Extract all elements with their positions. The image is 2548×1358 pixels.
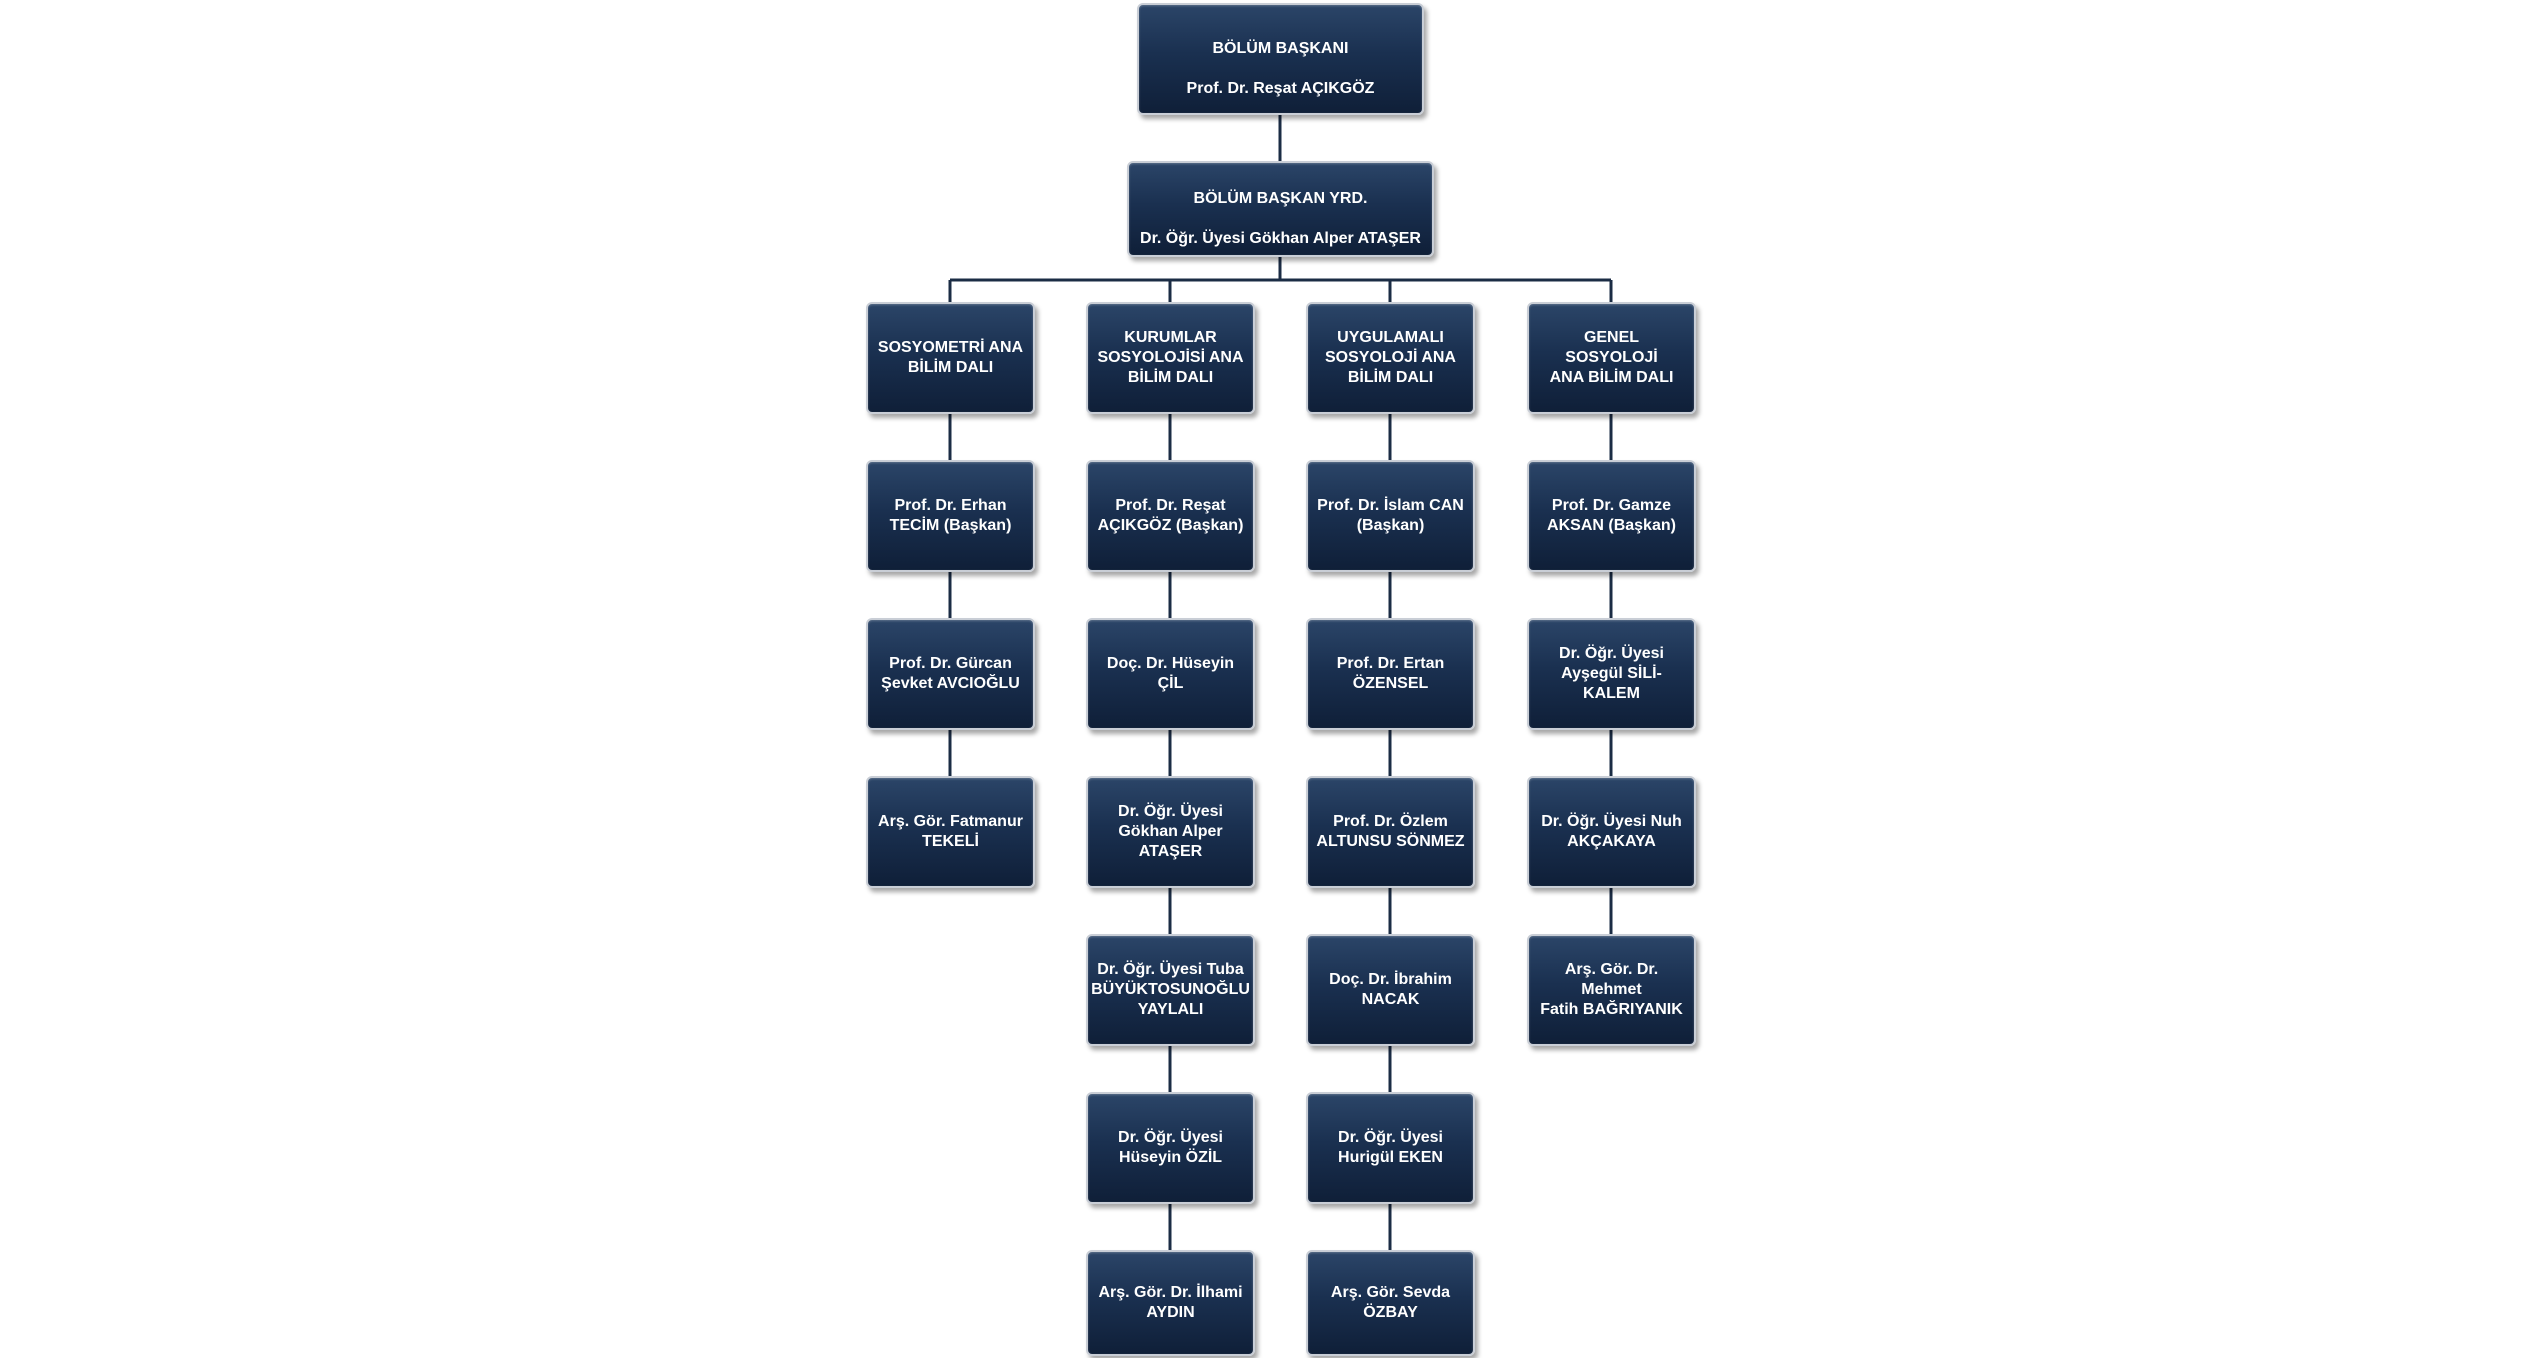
department-head-box: BÖLÜM BAŞKANI Prof. Dr. Reşat AÇIKGÖZ	[1137, 3, 1424, 115]
member-box: Dr. Öğr. Üyesi Hurigül EKEN	[1306, 1092, 1475, 1204]
member-name: Prof. Dr. Erhan TECİM (Başkan)	[889, 497, 1012, 534]
member-name: Dr. Öğr. Üyesi Tuba BÜYÜKTOSUNOĞLU YAYLA…	[1091, 961, 1250, 1018]
member-name: Arş. Gör. Dr. İlhami AYDIN	[1098, 1284, 1243, 1321]
department-name: UYGULAMALI SOSYOLOJİ ANA BİLİM DALI	[1325, 329, 1456, 386]
member-name: Prof. Dr. Gürcan Şevket AVCIOĞLU	[881, 655, 1020, 692]
member-box: Doç. Dr. Hüseyin ÇİL	[1086, 618, 1255, 730]
member-box: Arş. Gör. Sevda ÖZBAY	[1306, 1250, 1475, 1356]
member-box: Arş. Gör. Fatmanur TEKELİ	[866, 776, 1035, 888]
department-name: SOSYOMETRİ ANA BİLİM DALI	[877, 339, 1024, 376]
member-box: Dr. Öğr. Üyesi Nuh AKÇAKAYA	[1527, 776, 1696, 888]
member-box: Dr. Öğr. Üyesi Gökhan Alper ATAŞER	[1086, 776, 1255, 888]
member-name: Dr. Öğr. Üyesi Gökhan Alper ATAŞER	[1118, 803, 1223, 860]
member-name: Arş. Gör. Fatmanur TEKELİ	[878, 813, 1023, 850]
department-head-name: Prof. Dr. Reşat AÇIKGÖZ	[1186, 80, 1375, 97]
deputy-head-title: BÖLÜM BAŞKAN YRD.	[1193, 190, 1368, 207]
member-name: Dr. Öğr. Üyesi Hüseyin ÖZİL	[1118, 1129, 1223, 1166]
department-box: GENEL SOSYOLOJİ ANA BİLİM DALI	[1527, 302, 1696, 414]
member-name: Prof. Dr. Reşat AÇIKGÖZ (Başkan)	[1097, 497, 1244, 534]
member-box: Prof. Dr. Özlem ALTUNSU SÖNMEZ	[1306, 776, 1475, 888]
member-name: Arş. Gör. Sevda ÖZBAY	[1330, 1284, 1451, 1321]
member-box: Arş. Gör. Dr. Mehmet Fatih BAĞRIYANIK	[1527, 934, 1696, 1046]
member-box: Prof. Dr. Erhan TECİM (Başkan)	[866, 460, 1035, 572]
member-box: Prof. Dr. Ertan ÖZENSEL	[1306, 618, 1475, 730]
deputy-head-name: Dr. Öğr. Üyesi Gökhan Alper ATAŞER	[1140, 230, 1421, 247]
member-name: Dr. Öğr. Üyesi Nuh AKÇAKAYA	[1541, 813, 1682, 850]
member-box: Doç. Dr. İbrahim NACAK	[1306, 934, 1475, 1046]
member-name: Dr. Öğr. Üyesi Hurigül EKEN	[1338, 1129, 1443, 1166]
member-box: Arş. Gör. Dr. İlhami AYDIN	[1086, 1250, 1255, 1356]
member-name: Dr. Öğr. Üyesi Ayşegül SİLİ-KALEM	[1559, 645, 1664, 702]
member-box: Prof. Dr. Gürcan Şevket AVCIOĞLU	[866, 618, 1035, 730]
member-name: Prof. Dr. Gamze AKSAN (Başkan)	[1547, 497, 1676, 534]
member-box: Prof. Dr. Reşat AÇIKGÖZ (Başkan)	[1086, 460, 1255, 572]
member-name: Prof. Dr. İslam CAN (Başkan)	[1317, 497, 1464, 534]
member-name: Prof. Dr. Özlem ALTUNSU SÖNMEZ	[1316, 813, 1465, 850]
member-box: Dr. Öğr. Üyesi Hüseyin ÖZİL	[1086, 1092, 1255, 1204]
department-box: KURUMLAR SOSYOLOJİSİ ANA BİLİM DALI	[1086, 302, 1255, 414]
member-name: Doç. Dr. İbrahim NACAK	[1329, 971, 1452, 1008]
department-box: UYGULAMALI SOSYOLOJİ ANA BİLİM DALI	[1306, 302, 1475, 414]
member-name: Prof. Dr. Ertan ÖZENSEL	[1336, 655, 1445, 692]
member-name: Doç. Dr. Hüseyin ÇİL	[1106, 655, 1235, 692]
department-head-title: BÖLÜM BAŞKANI	[1212, 40, 1349, 57]
department-box: SOSYOMETRİ ANA BİLİM DALI	[866, 302, 1035, 414]
member-box: Prof. Dr. Gamze AKSAN (Başkan)	[1527, 460, 1696, 572]
member-box: Prof. Dr. İslam CAN (Başkan)	[1306, 460, 1475, 572]
department-name: KURUMLAR SOSYOLOJİSİ ANA BİLİM DALI	[1097, 329, 1244, 386]
deputy-head-box: BÖLÜM BAŞKAN YRD. Dr. Öğr. Üyesi Gökhan …	[1127, 161, 1434, 257]
member-name: Arş. Gör. Dr. Mehmet Fatih BAĞRIYANIK	[1540, 961, 1683, 1018]
department-name: GENEL SOSYOLOJİ ANA BİLİM DALI	[1549, 329, 1674, 386]
member-box: Dr. Öğr. Üyesi Ayşegül SİLİ-KALEM	[1527, 618, 1696, 730]
member-box: Dr. Öğr. Üyesi Tuba BÜYÜKTOSUNOĞLU YAYLA…	[1086, 934, 1255, 1046]
